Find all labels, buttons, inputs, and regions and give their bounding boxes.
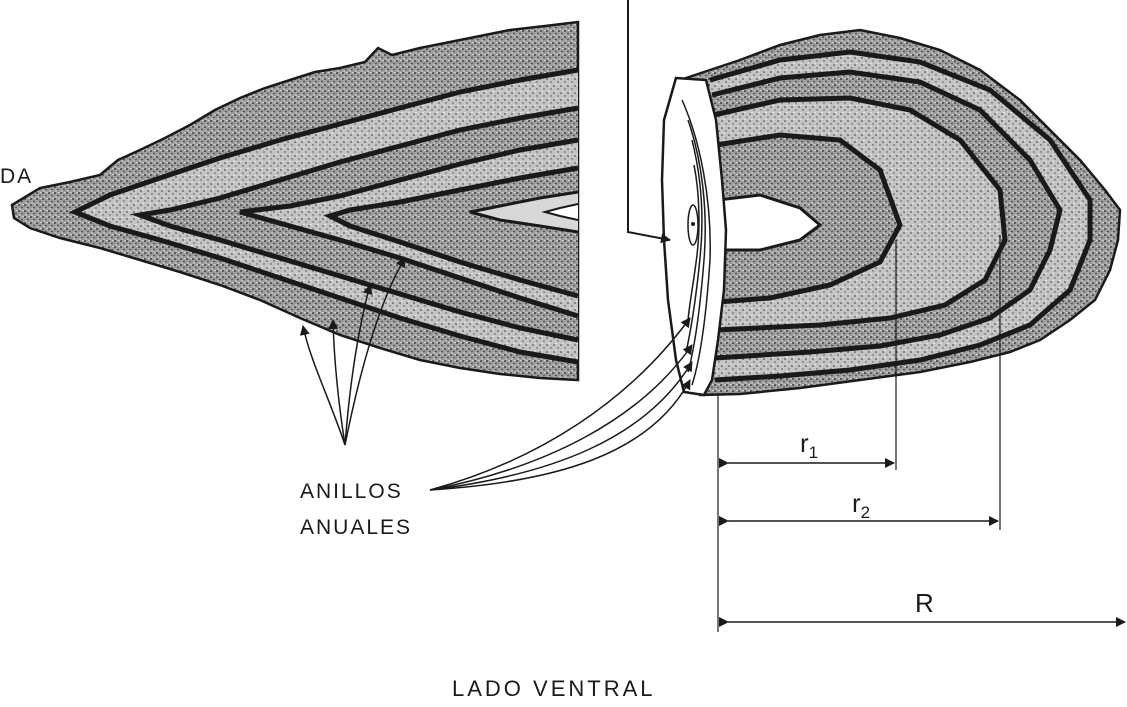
label-r2-base: r — [852, 488, 861, 518]
left-otolith — [12, 22, 578, 380]
label-r1-sub: 1 — [809, 443, 818, 462]
label-r2: r2 — [852, 488, 870, 523]
label-r1-base: r — [800, 428, 809, 458]
label-da: DA — [0, 165, 33, 189]
label-lado-ventral: LADO VENTRAL — [452, 676, 656, 702]
label-anuales: ANUALES — [300, 516, 412, 540]
label-anillos: ANILLOS — [300, 480, 403, 504]
label-r1: r1 — [800, 428, 818, 463]
label-r2-sub: 2 — [861, 503, 870, 522]
right-otolith — [662, 30, 1120, 395]
label-big-r: R — [915, 588, 934, 619]
